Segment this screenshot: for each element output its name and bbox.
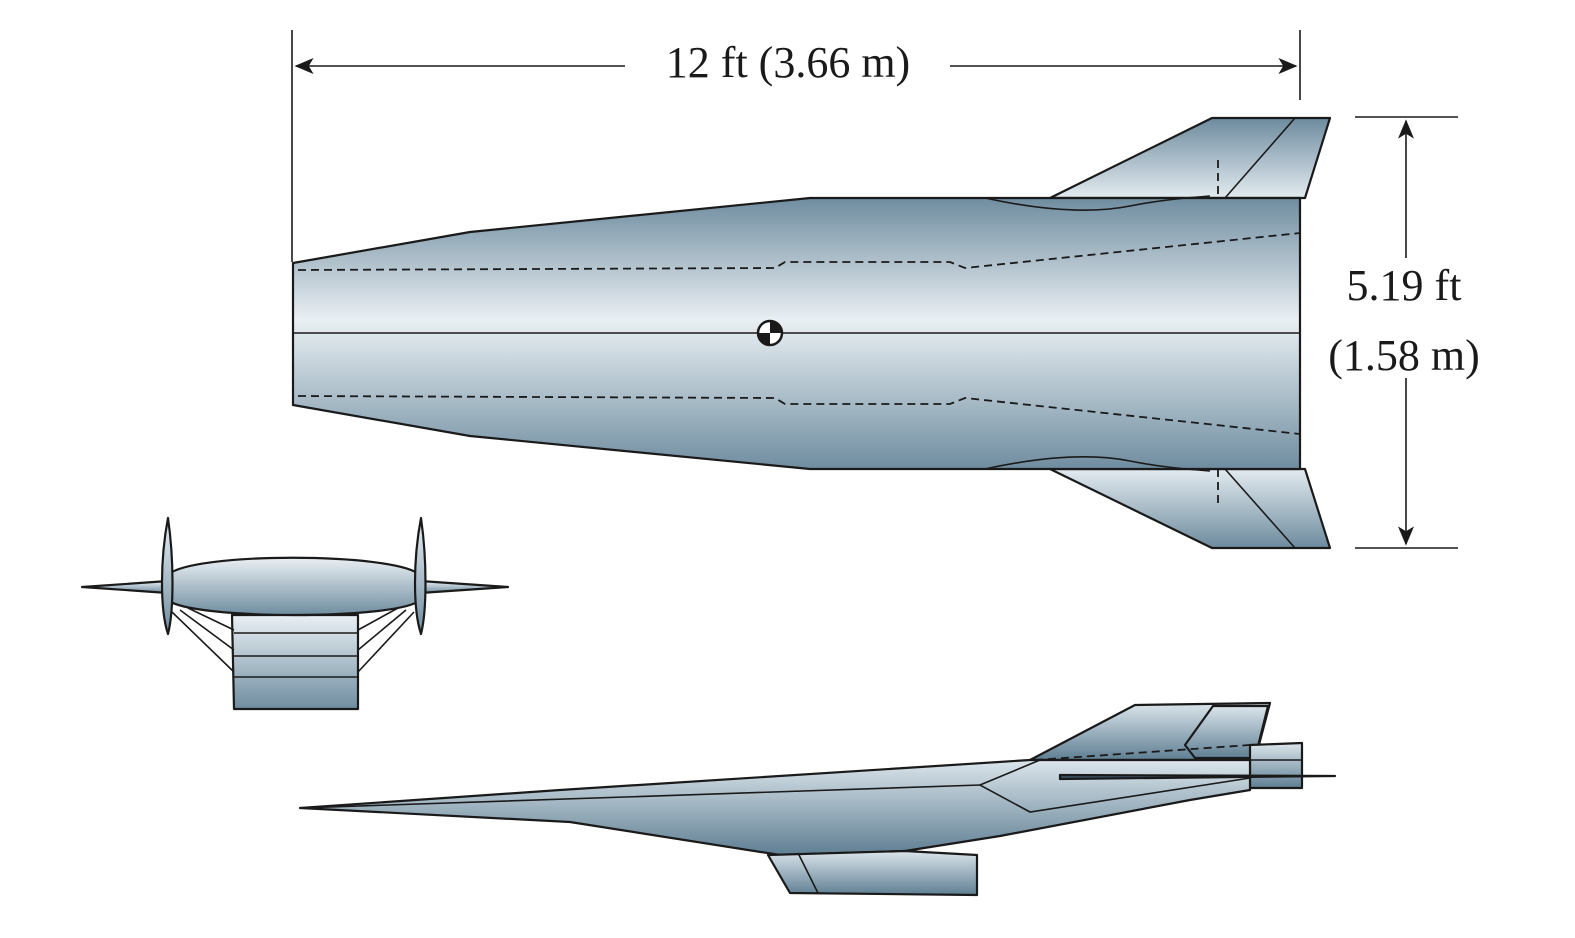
length-dimension: 12 ft (3.66 m) (291, 30, 1301, 262)
front-left-wing (80, 579, 170, 595)
span-label-m: (1.58 m) (1328, 331, 1480, 380)
top-view (291, 116, 1332, 550)
lower-fin (1048, 467, 1332, 550)
front-right-fin (413, 516, 427, 636)
front-left-fin (160, 516, 174, 636)
span-label-ft: 5.19 ft (1347, 261, 1462, 310)
side-view (298, 701, 1337, 897)
front-engine (230, 613, 360, 711)
side-engine-pod (766, 849, 979, 897)
upper-fin (1048, 116, 1332, 200)
front-body (166, 556, 422, 617)
length-label: 12 ft (3.66 m) (666, 38, 910, 87)
side-stabilizer (1058, 773, 1337, 781)
front-view (80, 516, 510, 711)
front-right-wing (418, 579, 510, 595)
center-of-gravity-icon (756, 319, 784, 347)
side-nozzle (1248, 741, 1304, 790)
span-dimension: 5.19 ft (1.58 m) (1328, 116, 1480, 549)
